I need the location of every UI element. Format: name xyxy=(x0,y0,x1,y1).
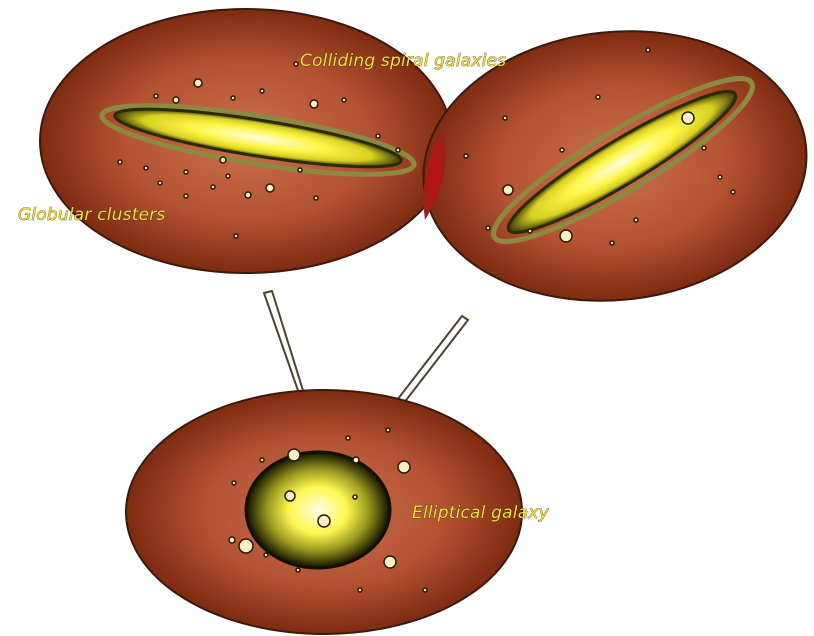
colliding-spiral-galaxies-label: Colliding spiral galaxies xyxy=(300,51,506,71)
elliptical-galaxy-label: Elliptical galaxy xyxy=(412,503,550,523)
left-spiral-galaxy xyxy=(40,9,452,273)
elliptical-galaxy-core xyxy=(246,452,390,568)
globular-clusters-label: Globular clusters xyxy=(18,205,165,225)
